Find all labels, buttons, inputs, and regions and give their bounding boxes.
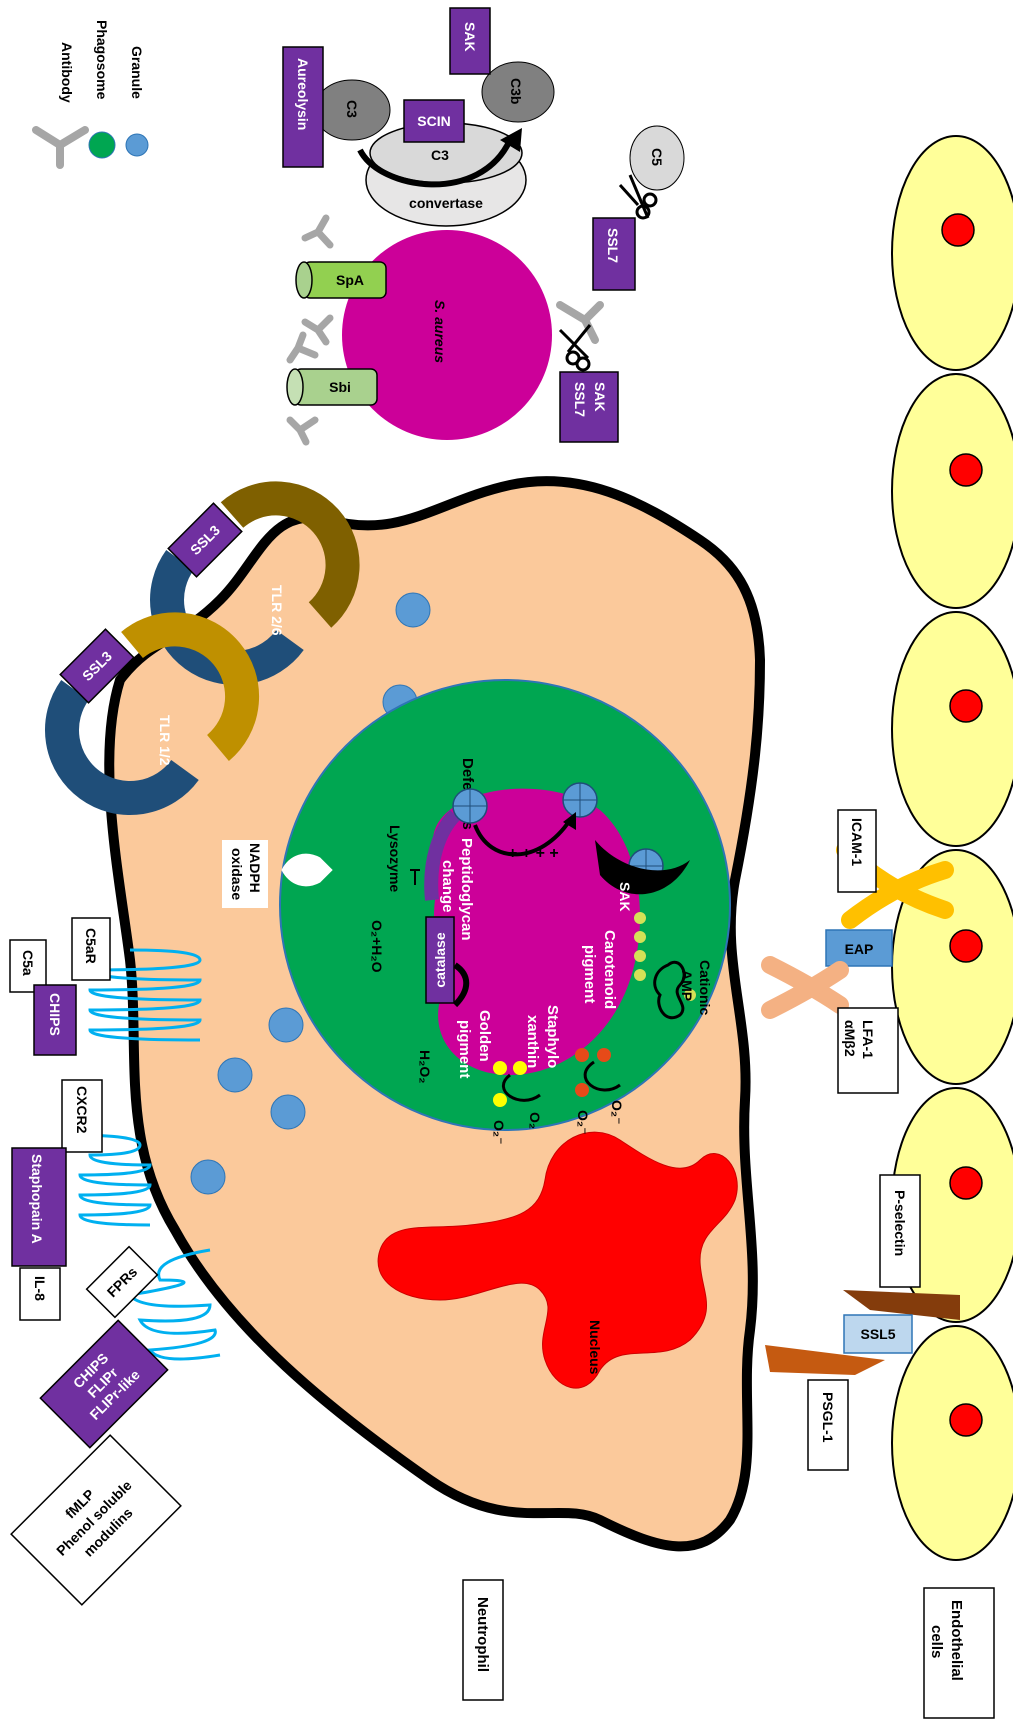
golden-label-2: pigment <box>456 1020 473 1078</box>
o2-minus-label-2: O₂⁻ <box>575 1110 591 1135</box>
phagosome-icon <box>89 132 115 158</box>
c3b-label: C3b <box>508 78 524 104</box>
granule-icon <box>396 593 430 627</box>
o2-label: O₂ <box>527 1112 543 1129</box>
lfa1-label: LFA-1 <box>860 1020 876 1059</box>
lysozyme-label: Lysozyme <box>387 825 403 892</box>
sak-ssl7-box <box>560 372 618 442</box>
staphylo-label: Staphylo <box>544 1005 561 1068</box>
antibody-icon <box>290 420 315 442</box>
c5ar-label: C5aR <box>83 928 99 964</box>
fprs-box: FPRs <box>87 1247 158 1318</box>
o2-minus-label: O₂⁻ <box>491 1120 507 1145</box>
sbi-protein: Sbi <box>287 369 377 405</box>
legend: Antibody Phagosome Granule <box>36 20 148 165</box>
endothelial-cell <box>892 374 1013 608</box>
cxcr2-label: CXCR2 <box>74 1086 90 1134</box>
catalase-label: catalase <box>432 932 448 987</box>
endothelial-cell <box>892 612 1013 846</box>
granule-icon <box>269 1008 303 1042</box>
convertase-label: convertase <box>409 195 483 211</box>
peptidoglycan-label-2: change <box>439 860 456 913</box>
endothelial-cell <box>892 136 1013 370</box>
staphylo-label-2: xanthin <box>524 1015 541 1068</box>
cationic-label-2: AMP <box>679 970 695 1001</box>
defensin-icon <box>563 783 597 817</box>
granule-icon <box>271 1095 305 1129</box>
ssl5-label: SSL5 <box>860 1326 895 1342</box>
granule-icon <box>218 1058 252 1092</box>
legend-phagosome-label: Phagosome <box>94 20 110 100</box>
legend-granule-label: Granule <box>129 46 145 99</box>
c3-inner-label: C3 <box>431 147 449 163</box>
catalase-box: catalase <box>426 917 454 1003</box>
c5-label: C5 <box>649 148 665 166</box>
antibody-icon <box>290 335 315 360</box>
tlr12-label: TLR 1/2 <box>157 715 173 766</box>
lfa1-molecule <box>770 965 840 1010</box>
s-aureus-label: S. aureus <box>432 300 448 363</box>
scin-label: SCIN <box>417 113 450 129</box>
nadph-label-2: oxidase <box>229 848 245 900</box>
nadph-label: NADPH <box>247 843 263 893</box>
neutrophil-label: Neutrophil <box>474 1597 491 1672</box>
icam1-label: ICAM-1 <box>849 818 865 866</box>
tlr26-label: TLR 2/6 <box>269 585 285 636</box>
o2-label-2: O₂⁻ <box>609 1100 625 1125</box>
sak-top-label: SAK <box>462 22 478 52</box>
pselectin-label: P-selectin <box>892 1190 908 1256</box>
peptidoglycan-label: Peptidoglycan <box>458 838 475 941</box>
fmlp-box: fMLP Phenol soluble modulins <box>11 1435 181 1605</box>
c3-left-label: C3 <box>344 100 360 118</box>
antibody-icon <box>36 130 85 165</box>
golden-label: Golden <box>476 1010 493 1062</box>
h2o2-label: H₂O₂ <box>417 1050 433 1083</box>
spa-protein: SpA <box>296 262 386 298</box>
aureolysin-label: Aureolysin <box>295 58 311 130</box>
granule-icon <box>191 1160 225 1194</box>
chips-label: CHIPS <box>47 993 63 1036</box>
staphopain-label: Staphopain A <box>29 1154 45 1244</box>
eap-label: EAP <box>845 941 874 957</box>
ssl7-bottom-label: SSL7 <box>572 382 588 417</box>
psgl1-label: PSGL-1 <box>820 1392 836 1443</box>
endothelial-label-2: cells <box>928 1625 945 1658</box>
cationic-label: Cationic <box>697 960 713 1015</box>
endothelial-label: Endothelial <box>948 1600 965 1681</box>
sbi-label: Sbi <box>329 379 351 395</box>
spa-label: SpA <box>336 272 364 288</box>
antibody-icon <box>305 218 330 245</box>
defensin-icon <box>453 789 487 823</box>
nucleus-label: Nucleus <box>587 1320 603 1375</box>
ssl7-label: SSL7 <box>605 228 621 263</box>
c5a-label: C5a <box>20 950 36 976</box>
sak-label: SAK <box>592 382 608 412</box>
chips-flipr-box: CHIPS FLIPr FLIPr-like <box>40 1320 167 1447</box>
o2-h2o-label: O₂+H₂O <box>369 920 385 973</box>
lfa1-label-2: αMβ2 <box>842 1020 858 1057</box>
antibody-icon <box>305 318 330 342</box>
scissors-icon <box>560 325 590 370</box>
carotenoid-label-2: pigment <box>581 945 598 1003</box>
il8-label: IL-8 <box>32 1276 48 1301</box>
sak-inner-label: SAK <box>617 882 633 912</box>
granule-icon <box>126 134 148 156</box>
legend-antibody-label: Antibody <box>59 42 75 103</box>
positive-charges: + + + + <box>508 845 559 862</box>
endothelial-cell <box>892 1326 1013 1560</box>
carotenoid-label: Carotenoid <box>601 930 618 1009</box>
